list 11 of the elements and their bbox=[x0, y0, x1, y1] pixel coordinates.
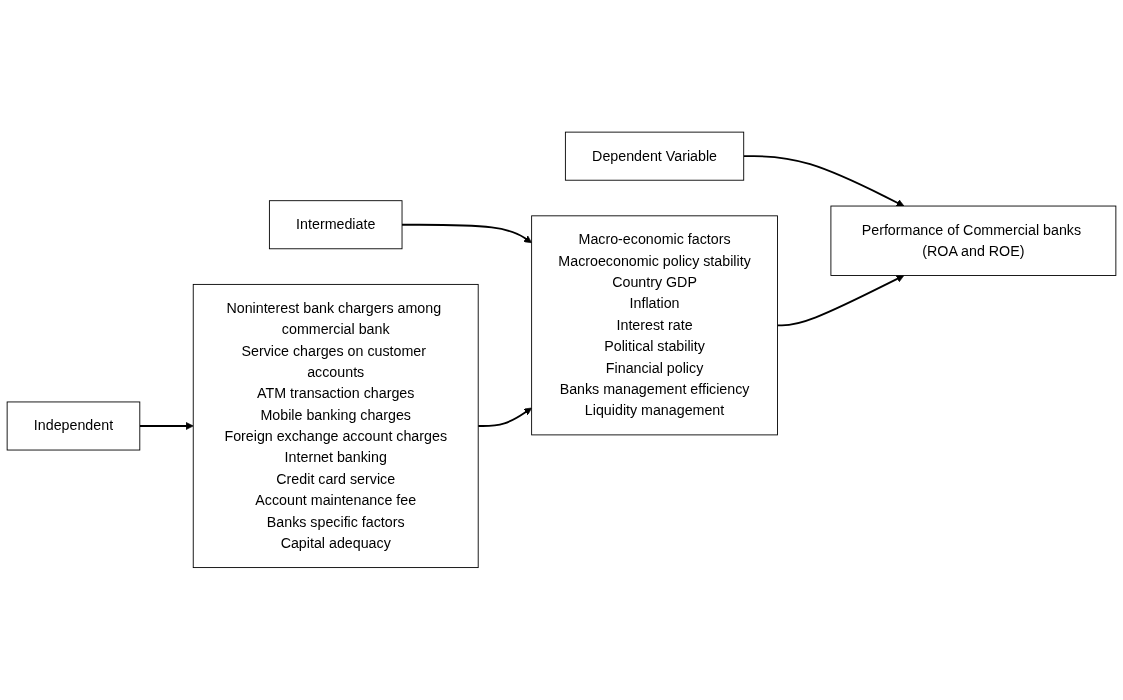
node-box: Dependent Variable bbox=[564, 131, 745, 181]
node-box: Independent bbox=[6, 401, 141, 451]
arrow bbox=[776, 275, 905, 327]
node-box: Intermediate bbox=[268, 200, 403, 250]
arrow bbox=[742, 155, 905, 207]
node-box: Noninterest bank chargers among commercial bank Service charges on customer accounts ATM transaction charges Mobile banking charges Foreign exchange account charges Internet banking Credit card service Account maintenance fee Banks specific factors Capital adequacy bbox=[192, 284, 479, 569]
node-box: Macro-economic factors Macroeconomic policy stability Country GDP Inflation Interest rate Political stability Financial policy Banks management efficiency Liquidity management bbox=[531, 215, 778, 436]
node-box: Performance of Commercial banks (ROA and ROE) bbox=[830, 205, 1117, 277]
arrow bbox=[477, 407, 532, 427]
arrow bbox=[401, 224, 532, 244]
arrow bbox=[138, 422, 194, 431]
